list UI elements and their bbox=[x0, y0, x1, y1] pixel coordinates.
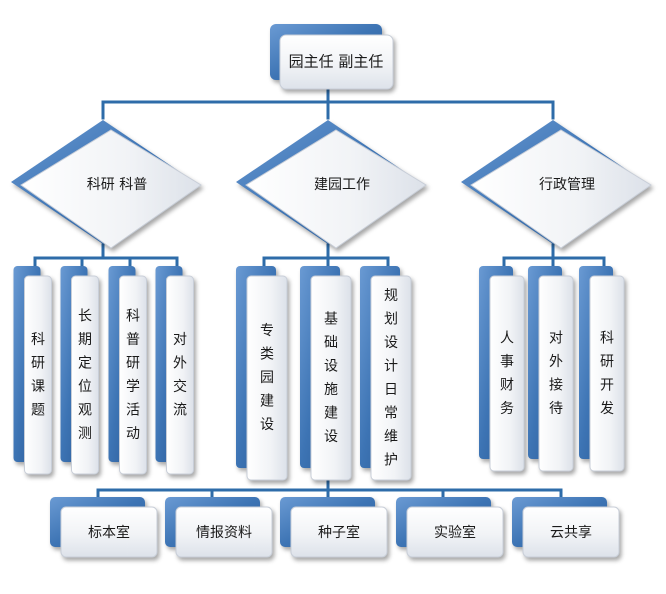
item-node-panel bbox=[24, 275, 52, 475]
item-node: 长期定位观测 bbox=[60, 266, 99, 475]
sub-item-node: 情报资料 bbox=[165, 497, 273, 558]
branch-construction-panel bbox=[245, 129, 427, 249]
branch-construction: 建园工作 bbox=[236, 120, 427, 249]
item-node-label: 科普研学活动 bbox=[126, 308, 140, 442]
branch-research-label: 科研 科普 bbox=[87, 177, 147, 193]
item-node: 科研课题 bbox=[13, 266, 52, 475]
root-node: 园主任 副主任 bbox=[270, 24, 394, 90]
sub-item-node: 种子室 bbox=[280, 497, 388, 558]
item-node-label: 对外接待 bbox=[549, 330, 563, 417]
item-node-panel bbox=[538, 275, 574, 472]
sub-item-panel bbox=[175, 506, 273, 558]
item-node: 科普研学活动 bbox=[108, 266, 147, 475]
item-node-label: 专类园建设 bbox=[260, 323, 274, 433]
item-node-panel bbox=[71, 275, 99, 475]
branch-construction-label: 建园工作 bbox=[314, 177, 370, 193]
item-node-label: 科研开发 bbox=[600, 330, 614, 417]
sub-item-node: 标本室 bbox=[50, 497, 158, 558]
item-node: 人事财务 bbox=[479, 266, 525, 472]
item-node-label: 基础设施建设 bbox=[324, 310, 338, 445]
item-node-panel bbox=[166, 275, 194, 475]
item-node: 对外接待 bbox=[528, 266, 574, 472]
branch-administration-label: 行政管理 bbox=[539, 177, 595, 193]
item-node-panel bbox=[589, 275, 625, 472]
branch-research: 科研 科普 bbox=[11, 120, 202, 249]
item-node: 对外交流 bbox=[155, 266, 194, 475]
sub-item-label: 实验室 bbox=[434, 524, 476, 541]
sub-item-panel bbox=[522, 506, 620, 558]
item-node-label: 人事财务 bbox=[500, 330, 514, 417]
item-node-label: 对外交流 bbox=[173, 332, 187, 419]
item-node-panel bbox=[119, 275, 147, 475]
sub-item-label: 标本室 bbox=[88, 524, 130, 541]
branch-administration-panel bbox=[470, 129, 652, 249]
item-node-label: 科研课题 bbox=[31, 332, 45, 419]
item-node-label: 规划设计日常维护 bbox=[384, 288, 398, 469]
root-node-label: 园主任 副主任 bbox=[289, 53, 384, 71]
sub-item-label: 云共享 bbox=[550, 524, 592, 541]
branch-administration: 行政管理 bbox=[461, 120, 652, 249]
item-node-panel bbox=[310, 275, 352, 481]
item-node: 专类园建设 bbox=[236, 266, 288, 481]
sub-item-node: 实验室 bbox=[396, 497, 504, 558]
sub-item-label: 情报资料 bbox=[196, 525, 252, 541]
item-node: 规划设计日常维护 bbox=[360, 266, 412, 481]
sub-item-panel bbox=[406, 506, 504, 558]
item-node: 基础设施建设 bbox=[300, 266, 352, 481]
item-node-label: 长期定位观测 bbox=[78, 308, 92, 442]
root-node-panel bbox=[279, 34, 394, 90]
item-node-panel bbox=[370, 275, 412, 481]
item-node: 科研开发 bbox=[579, 266, 625, 472]
item-node-panel bbox=[489, 275, 525, 472]
item-node-panel bbox=[246, 275, 288, 481]
sub-item-panel bbox=[290, 506, 388, 558]
sub-item-node: 云共享 bbox=[512, 497, 620, 558]
sub-item-label: 种子室 bbox=[318, 524, 360, 541]
sub-item-panel bbox=[60, 506, 158, 558]
branch-research-panel bbox=[20, 129, 202, 249]
